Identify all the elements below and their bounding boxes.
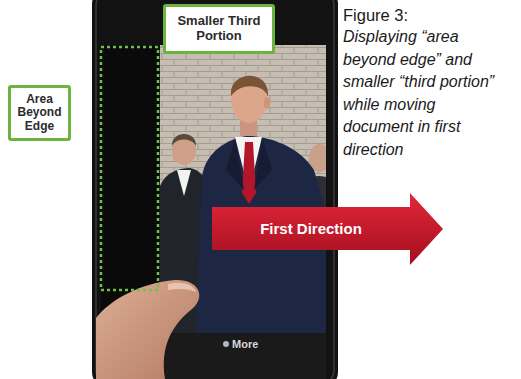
figure-title: Figure 3: bbox=[343, 4, 503, 26]
callout-text: Smaller Third Portion bbox=[170, 14, 268, 43]
left-man-shirt bbox=[177, 170, 191, 196]
figure-caption: Displaying “area beyond edge” and smalle… bbox=[343, 26, 503, 161]
area-beyond-edge bbox=[101, 45, 159, 333]
suit-lapels bbox=[226, 138, 272, 190]
arrow-fill bbox=[212, 193, 443, 265]
finger bbox=[96, 280, 199, 379]
man-ear bbox=[264, 97, 271, 109]
callout-box: Area Beyond Edge bbox=[8, 85, 71, 141]
man-tie bbox=[242, 142, 256, 204]
callout-text: Area Beyond Edge bbox=[15, 93, 64, 133]
caption-block: Figure 3:Displaying “area beyond edge” a… bbox=[343, 4, 503, 161]
direction-arrow: First Direction bbox=[212, 192, 444, 266]
phone-bezel bbox=[96, 0, 334, 379]
man-hair bbox=[231, 76, 268, 96]
left-man-head bbox=[172, 135, 196, 165]
left-man-hair bbox=[172, 134, 196, 146]
phone-body bbox=[92, 0, 338, 379]
screen-button-label: More bbox=[232, 338, 258, 350]
arrow-label: First Direction bbox=[212, 207, 410, 250]
more-icon bbox=[223, 341, 229, 347]
callout-box: Smaller Third Portion bbox=[163, 4, 275, 54]
area-outline-dotted bbox=[101, 47, 158, 290]
fingernail bbox=[168, 283, 196, 292]
